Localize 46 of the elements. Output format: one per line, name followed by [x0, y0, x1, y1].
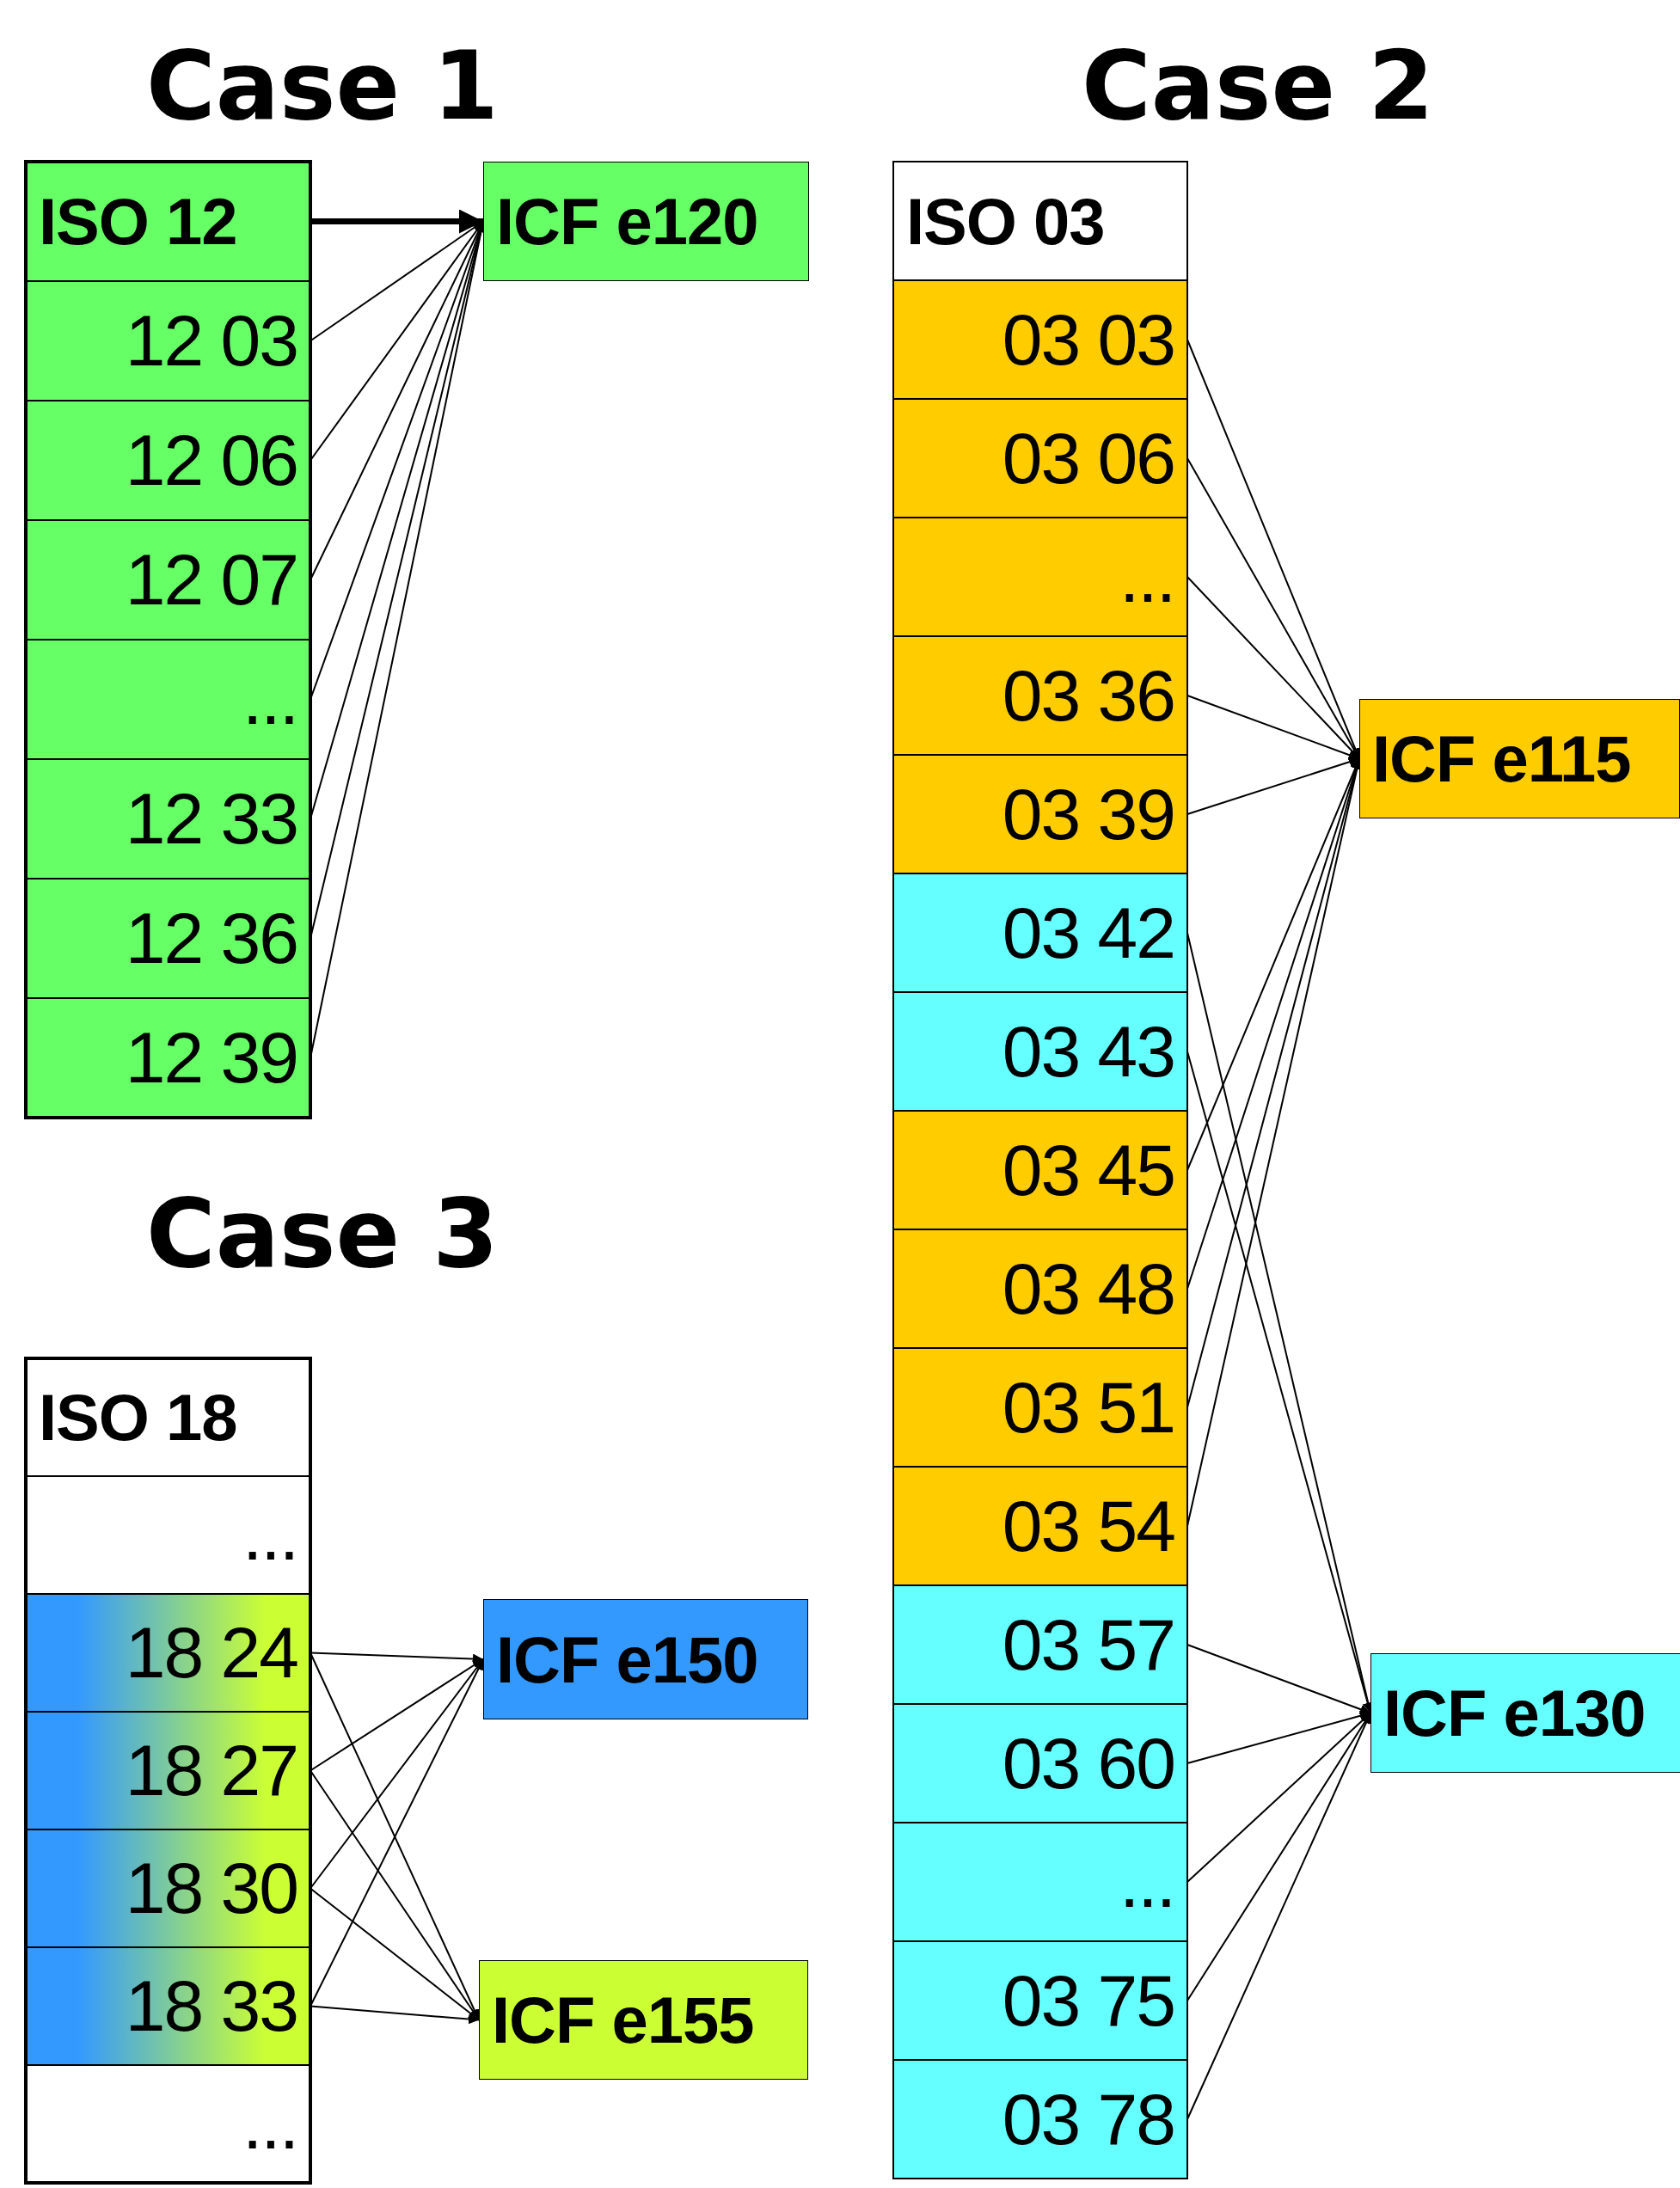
code-row: ... [26, 1476, 310, 1594]
code-row: ... [893, 1823, 1187, 1941]
code-row: 03 06 [893, 399, 1187, 518]
code-row: 03 42 [893, 873, 1187, 992]
code-row: 12 07 [26, 520, 310, 640]
case-heading: Case 3 [146, 1186, 499, 1281]
code-row: 12 06 [26, 401, 310, 520]
code-row: 18 33 [26, 1947, 310, 2065]
code-row: 12 36 [26, 879, 310, 998]
code-row: 03 48 [893, 1229, 1187, 1348]
category-box: ICF e155 [479, 1960, 808, 2080]
code-row: 03 39 [893, 755, 1187, 873]
arrow [1186, 757, 1360, 815]
code-row: 18 30 [26, 1829, 310, 1947]
code-row: 03 45 [893, 1111, 1187, 1229]
code-row: 03 78 [893, 2060, 1187, 2179]
category-box: ICF e120 [483, 162, 809, 281]
arrow [1186, 695, 1360, 760]
code-row: ... [893, 518, 1187, 636]
case-heading: Case 2 [1082, 39, 1434, 133]
arrow [1186, 1644, 1371, 1714]
code-row: 18 27 [26, 1712, 310, 1829]
arrow [1186, 757, 1360, 1171]
code-row: 03 60 [893, 1704, 1187, 1823]
arrow [1186, 1710, 1371, 1764]
code-row: 03 54 [893, 1467, 1187, 1585]
code-row: 03 57 [893, 1585, 1187, 1704]
arrow [310, 209, 483, 234]
arrow [310, 1652, 484, 1664]
code-row: ... [26, 640, 310, 759]
code-row: 03 75 [893, 1941, 1187, 2060]
code-row: 03 51 [893, 1348, 1187, 1467]
table-header: ISO 12 [26, 162, 310, 281]
category-box: ICF e130 [1370, 1653, 1680, 1773]
case-heading: Case 1 [146, 39, 499, 133]
code-row: 12 33 [26, 759, 310, 879]
code-row: 12 03 [26, 281, 310, 401]
code-row: 12 39 [26, 998, 310, 1118]
arrow [310, 2005, 480, 2025]
category-box: ICF e150 [483, 1599, 808, 1719]
code-row: 18 24 [26, 1594, 310, 1712]
code-row: 03 43 [893, 992, 1187, 1111]
arrow [310, 1658, 484, 1772]
category-box: ICF e115 [1359, 699, 1680, 818]
code-row: 03 36 [893, 636, 1187, 755]
code-row: 03 03 [893, 280, 1187, 399]
